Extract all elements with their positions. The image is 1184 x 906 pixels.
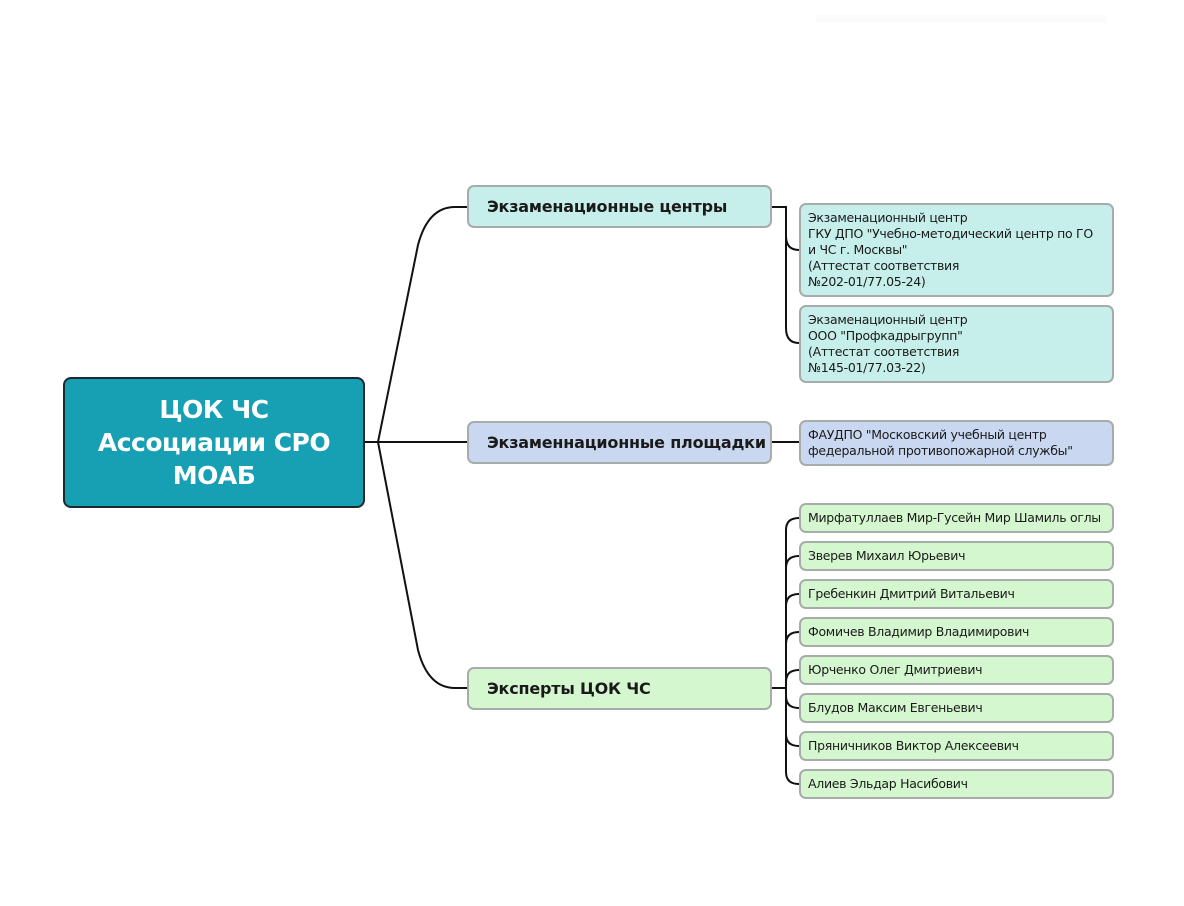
root-node[interactable]: ЦОК ЧС Ассоциации СРО МОАБ bbox=[63, 377, 365, 508]
root-title-line: МОАБ bbox=[172, 461, 256, 490]
leaf-text-line: федеральной противопожарной службы" bbox=[808, 443, 1073, 458]
leaf-exam-center-profkadry[interactable]: Экзаменационный центр ООО "Профкадрыгруп… bbox=[799, 305, 1114, 383]
connector-root-to-branch-3 bbox=[377, 441, 467, 689]
leaf-text-line: Экзаменационный центр bbox=[808, 210, 968, 225]
leaf-text-line: ООО "Профкадрыгрупп" bbox=[808, 328, 963, 343]
expert-name: Зверев Михаил Юрьевич bbox=[808, 548, 966, 563]
connector-branch-1-children bbox=[772, 206, 800, 344]
leaf-text-line: и ЧС г. Москвы" bbox=[808, 242, 908, 257]
leaf-expert[interactable]: Юрченко Олег Дмитриевич bbox=[799, 655, 1114, 685]
expert-name: Алиев Эльдар Насибович bbox=[808, 776, 968, 791]
branch-label: Экзаменнационные площадки bbox=[487, 433, 766, 452]
leaf-expert[interactable]: Мирфатуллаев Мир-Гусейн Мир Шамиль оглы bbox=[799, 503, 1114, 533]
leaf-expert[interactable]: Зверев Михаил Юрьевич bbox=[799, 541, 1114, 571]
leaf-text-line: №145-01/77.03-22) bbox=[808, 360, 926, 375]
branch-label: Экзаменационные центры bbox=[487, 197, 728, 216]
connector-branch-3-children bbox=[772, 517, 800, 785]
leaf-expert[interactable]: Блудов Максим Евгеньевич bbox=[799, 693, 1114, 723]
leaf-text-line: Экзаменационный центр bbox=[808, 312, 968, 327]
faint-header-bar bbox=[816, 15, 1106, 23]
leaf-text-line: ГКУ ДПО "Учебно-методический центр по ГО bbox=[808, 226, 1093, 241]
leaf-text-line: (Аттестат соответствия bbox=[808, 258, 960, 273]
branch-exam-centers[interactable]: Экзаменационные центры bbox=[467, 185, 772, 228]
leaf-expert[interactable]: Алиев Эльдар Насибович bbox=[799, 769, 1114, 799]
leaf-text-line: (Аттестат соответствия bbox=[808, 344, 960, 359]
expert-name: Фомичев Владимир Владимирович bbox=[808, 624, 1030, 639]
leaf-exam-center-gku[interactable]: Экзаменационный центр ГКУ ДПО "Учебно-ме… bbox=[799, 203, 1114, 297]
branch-exam-sites[interactable]: Экзаменнационные площадки bbox=[467, 421, 772, 464]
branch-label: Эксперты ЦОК ЧС bbox=[487, 679, 651, 698]
leaf-text-line: ФАУДПО "Московский учебный центр bbox=[808, 427, 1047, 442]
expert-name: Блудов Максим Евгеньевич bbox=[808, 700, 983, 715]
root-title-line: ЦОК ЧС bbox=[159, 395, 269, 424]
expert-name: Пряничников Виктор Алексеевич bbox=[808, 738, 1019, 753]
branch-experts[interactable]: Эксперты ЦОК ЧС bbox=[467, 667, 772, 710]
leaf-text-line: №202-01/77.05-24) bbox=[808, 274, 926, 289]
expert-name: Мирфатуллаев Мир-Гусейн Мир Шамиль оглы bbox=[808, 510, 1101, 525]
leaf-expert[interactable]: Фомичев Владимир Владимирович bbox=[799, 617, 1114, 647]
leaf-exam-site-faudpo[interactable]: ФАУДПО "Московский учебный центр федерал… bbox=[799, 420, 1114, 466]
expert-name: Юрченко Олег Дмитриевич bbox=[808, 662, 983, 677]
connector-root-to-branch-1 bbox=[365, 206, 467, 443]
leaf-expert[interactable]: Пряничников Виктор Алексеевич bbox=[799, 731, 1114, 761]
leaf-expert[interactable]: Гребенкин Дмитрий Витальевич bbox=[799, 579, 1114, 609]
root-title-line: Ассоциации СРО bbox=[97, 428, 331, 457]
expert-name: Гребенкин Дмитрий Витальевич bbox=[808, 586, 1015, 601]
